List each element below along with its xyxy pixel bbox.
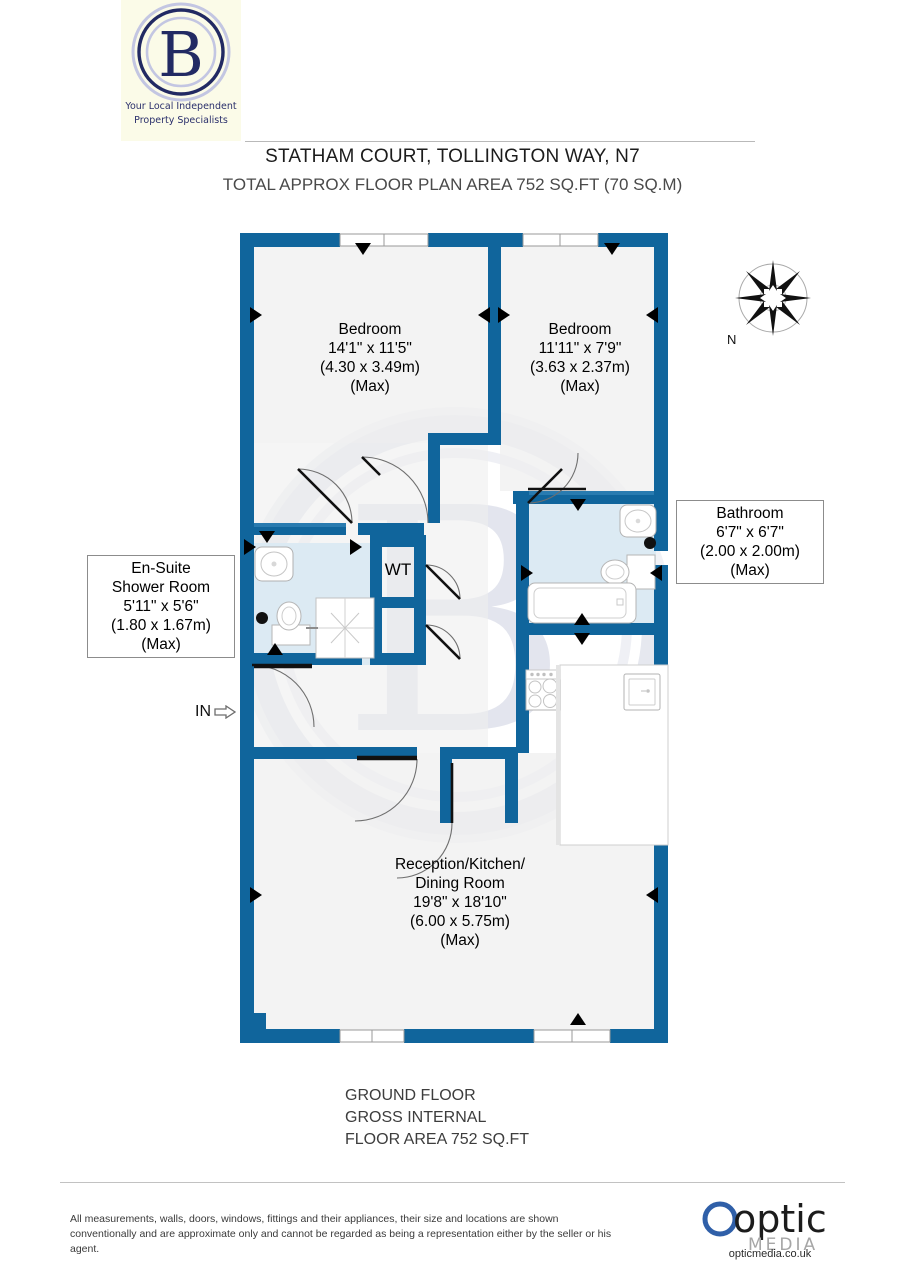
- dimension-arrows: [244, 243, 662, 1025]
- compass-rose: [730, 255, 816, 341]
- windows: [339, 233, 611, 1043]
- optic-media-logo: optic MEDIA: [702, 1197, 827, 1255]
- ensuite-fixtures: [254, 546, 311, 646]
- optic-wordmark: optic: [733, 1197, 827, 1241]
- shower-tray: [306, 597, 375, 659]
- room-label-bedroom-1: Bedroom 14'1" x 11'5" (4.30 x 3.49m) (Ma…: [320, 321, 420, 395]
- wall-shading: [254, 491, 654, 527]
- logo-b-mark: B: [131, 2, 231, 102]
- room-label-en-suite-shower-room: En-Suite Shower Room 5'11" x 5'6" (1.80 …: [87, 555, 235, 658]
- bathtub: [527, 582, 637, 624]
- media-wordmark: MEDIA: [748, 1235, 818, 1255]
- room-label-reception-kitchen-dining: Reception/Kitchen/ Dining Room 19'8" x 1…: [394, 856, 526, 949]
- brand-url: opticmedia.co.uk: [728, 1248, 812, 1260]
- kitchen-sink-icon: [623, 673, 661, 711]
- bathroom-fixtures: [600, 504, 657, 590]
- compass-icon: [735, 260, 811, 336]
- gross-internal-area: GROUND FLOOR GROSS INTERNAL FLOOR AREA 7…: [345, 1087, 530, 1148]
- closet-label-wt: WT: [384, 560, 412, 579]
- ensuite-door-stop: [256, 612, 268, 624]
- walls-outer: [240, 233, 668, 1043]
- door-thresholds: [254, 487, 586, 759]
- logo-letter: B: [158, 18, 204, 91]
- page-title: STATHAM COURT, TOLLINGTON WAY, N7: [265, 146, 640, 167]
- entry-arrow-icon: [214, 705, 236, 719]
- disclaimer-text: All measurements, walls, doors, windows,…: [70, 1213, 612, 1255]
- floor-plan: B: [0, 225, 905, 1075]
- header-divider: [245, 141, 755, 142]
- agency-logo: B Your Local Independent Property Specia…: [121, 0, 241, 141]
- room-label-bathroom: Bathroom 6'7" x 6'7" (2.00 x 2.00m) (Max…: [676, 500, 824, 584]
- hob-icon: [525, 669, 561, 711]
- entry-label: IN: [195, 703, 211, 720]
- logo-tagline: Your Local Independent Property Speciali…: [125, 101, 237, 126]
- door-leaves: [252, 456, 563, 823]
- footer-divider: [60, 1182, 845, 1183]
- room-label-bedroom-2: Bedroom 11'11" x 7'9" (3.63 x 2.37m) (Ma…: [530, 321, 630, 395]
- compass-north-label: N: [727, 332, 737, 347]
- kitchen-fixtures: [525, 664, 669, 846]
- bathroom-door-stop: [644, 537, 656, 549]
- floor-plan-drawing: B: [240, 233, 669, 1043]
- page-subtitle: TOTAL APPROX FLOOR PLAN AREA 752 SQ.FT (…: [222, 175, 683, 194]
- entry-marker: IN: [195, 703, 236, 721]
